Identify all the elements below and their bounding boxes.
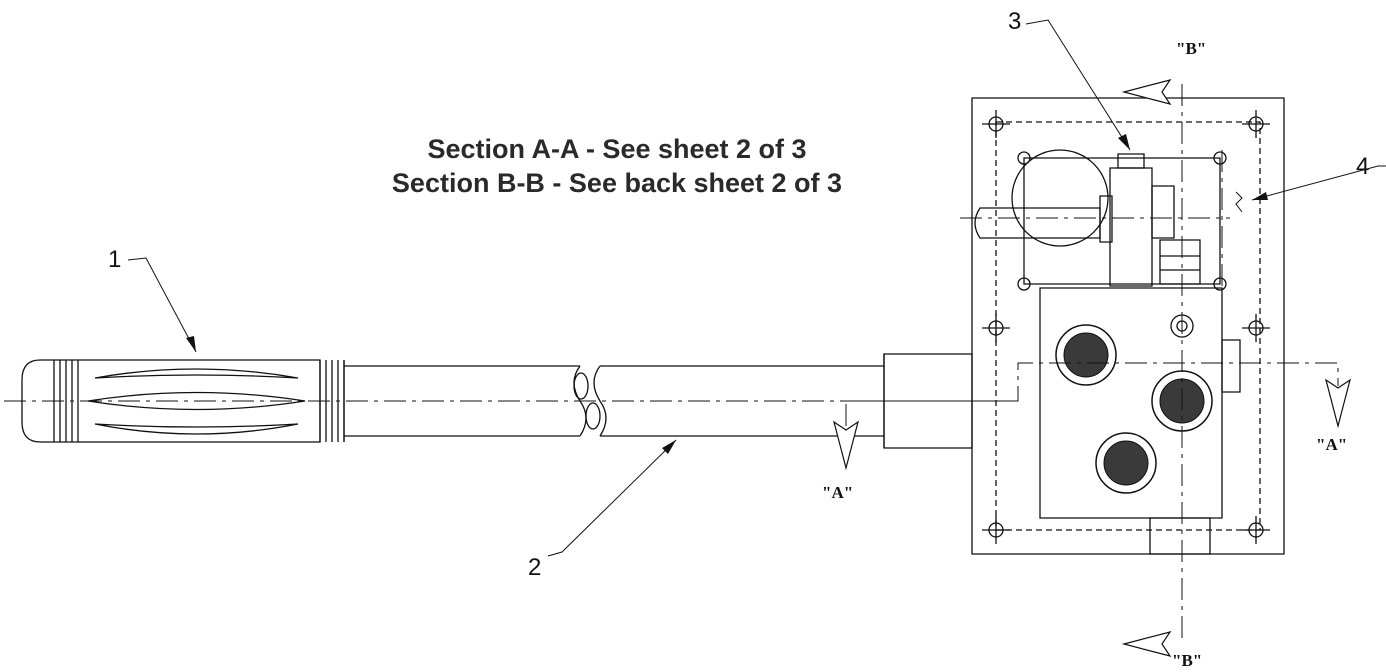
leader-4 bbox=[1252, 166, 1386, 200]
callout-1: 1 bbox=[108, 246, 122, 273]
callout-2: 2 bbox=[528, 554, 542, 581]
callout-4: 4 bbox=[1356, 153, 1370, 180]
section-label-a-left: "A" bbox=[822, 483, 854, 502]
pivot-mechanism bbox=[975, 150, 1226, 290]
leader-1 bbox=[128, 258, 196, 352]
note-section-a: Section A-A - See sheet 2 of 3 bbox=[427, 134, 807, 164]
base-plate bbox=[972, 98, 1284, 554]
port-3 bbox=[1096, 433, 1156, 493]
section-label-b-top: "B" bbox=[1176, 39, 1207, 58]
leader-3 bbox=[1026, 20, 1130, 150]
section-label-b-bottom: "B" bbox=[1172, 651, 1203, 670]
valve-block bbox=[1040, 288, 1240, 554]
section-line-a bbox=[846, 363, 1338, 426]
section-arrow-b-top bbox=[1124, 80, 1170, 104]
note-section-b: Section B-B - See back sheet 2 of 3 bbox=[391, 168, 843, 198]
section-notes: Section A-A - See sheet 2 of 3 Section B… bbox=[330, 132, 904, 200]
leader-2 bbox=[548, 440, 676, 556]
section-arrow-b-bottom bbox=[1124, 632, 1170, 656]
handle-grip bbox=[22, 360, 344, 442]
section-arrow-a-right bbox=[1326, 380, 1350, 426]
callout-3: 3 bbox=[1008, 8, 1022, 35]
port-1 bbox=[1056, 325, 1116, 385]
section-arrow-a-left bbox=[834, 422, 858, 468]
section-label-a-right: "A" bbox=[1316, 435, 1348, 454]
